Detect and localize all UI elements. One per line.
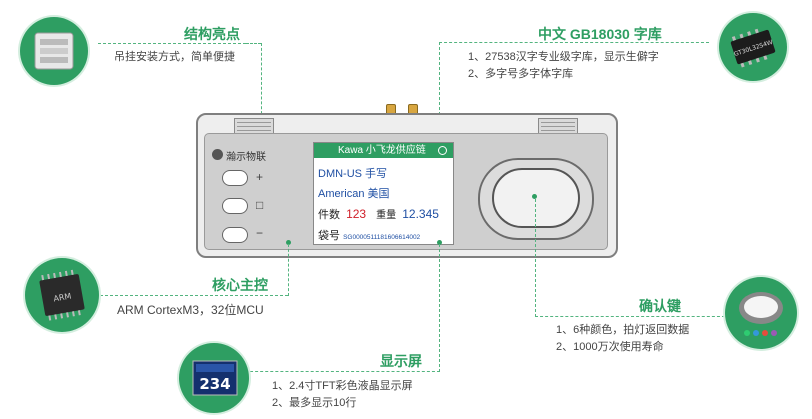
bag-value: SG0000511181606614002 <box>343 234 421 241</box>
brand-logo-icon <box>212 149 223 160</box>
structure-leader-v <box>261 43 262 119</box>
screen-header-text: Kawa 小飞龙供应链 <box>338 145 426 156</box>
font-lib-leader-h <box>439 42 709 43</box>
plus-label: + <box>256 170 264 184</box>
core-dot <box>286 240 291 245</box>
qty-label: 件数 <box>318 209 340 221</box>
structure-title: 结构亮点 <box>184 26 240 42</box>
font-lib-leader-v <box>439 42 440 150</box>
mcu-chip-image: ARM <box>25 258 99 332</box>
core-desc: ARM CortexM3，32位MCU <box>117 303 264 317</box>
screen-bag-row: 袋号 SG0000511181606614002 <box>318 227 420 243</box>
core-leader-v <box>288 244 289 296</box>
minus-button[interactable] <box>222 227 248 243</box>
confirm-key-dot <box>532 194 537 199</box>
bag-label: 袋号 <box>318 230 340 242</box>
font-lib-line2: 2、多字号多字体字库 <box>468 68 574 80</box>
screen-status-icon <box>438 146 447 155</box>
mcu-chip-text: ARM <box>53 291 72 303</box>
plus-button[interactable] <box>222 170 248 186</box>
font-chip-image: GT30L32S4W <box>719 13 787 81</box>
lcd-module-image: 234 <box>179 343 249 413</box>
brand-name: 瀚示物联 <box>226 152 266 163</box>
confirm-leader-v <box>535 199 536 317</box>
display-dot <box>437 240 442 245</box>
confirm-leader-h <box>535 316 725 317</box>
lcd-number: 234 <box>199 375 230 393</box>
square-label: □ <box>256 198 264 212</box>
screen-header: Kawa 小飞龙供应链 <box>314 143 453 158</box>
weight-label: 重量 <box>376 210 397 221</box>
display-line2: 2、最多显示10行 <box>272 397 357 409</box>
mount-clip-right <box>538 118 578 135</box>
screen-line2: American 美国 <box>318 188 390 200</box>
confirm-key-image <box>725 277 797 349</box>
confirm-key-line1: 1、6种颜色，拍灯返回数据 <box>556 324 690 336</box>
font-lib-line1: 1、27538汉字专业级字库，显示生僻字 <box>468 51 659 63</box>
font-lib-title: 中文 GB18030 字库 <box>538 26 662 42</box>
qty-value: 123 <box>346 207 367 221</box>
core-title: 核心主控 <box>212 277 268 293</box>
mount-clip-left <box>234 118 274 135</box>
screen-qty-row: 件数 123 重量 12.345 <box>318 206 439 222</box>
structure-leader-h <box>98 43 246 44</box>
weight-value: 12.345 <box>402 207 439 221</box>
display-leader-h <box>245 371 440 372</box>
structure-leader-top <box>246 43 261 44</box>
square-button[interactable] <box>222 198 248 214</box>
minus-label: − <box>256 226 264 240</box>
display-line1: 1、2.4寸TFT彩色液晶显示屏 <box>272 380 413 392</box>
display-leader-v <box>439 244 440 372</box>
device-screen: Kawa 小飞龙供应链 DMN-US 手写 American 美国 件数 123… <box>313 142 454 245</box>
confirm-key-title: 确认键 <box>639 298 681 314</box>
rail-mount-image <box>20 17 88 85</box>
screen-line1: DMN-US 手写 <box>318 168 388 180</box>
display-title: 显示屏 <box>380 353 422 369</box>
core-leader-h <box>100 295 288 296</box>
structure-desc: 吊挂安装方式，简单便捷 <box>114 51 235 63</box>
confirm-key-line2: 2、1000万次使用寿命 <box>556 341 664 353</box>
